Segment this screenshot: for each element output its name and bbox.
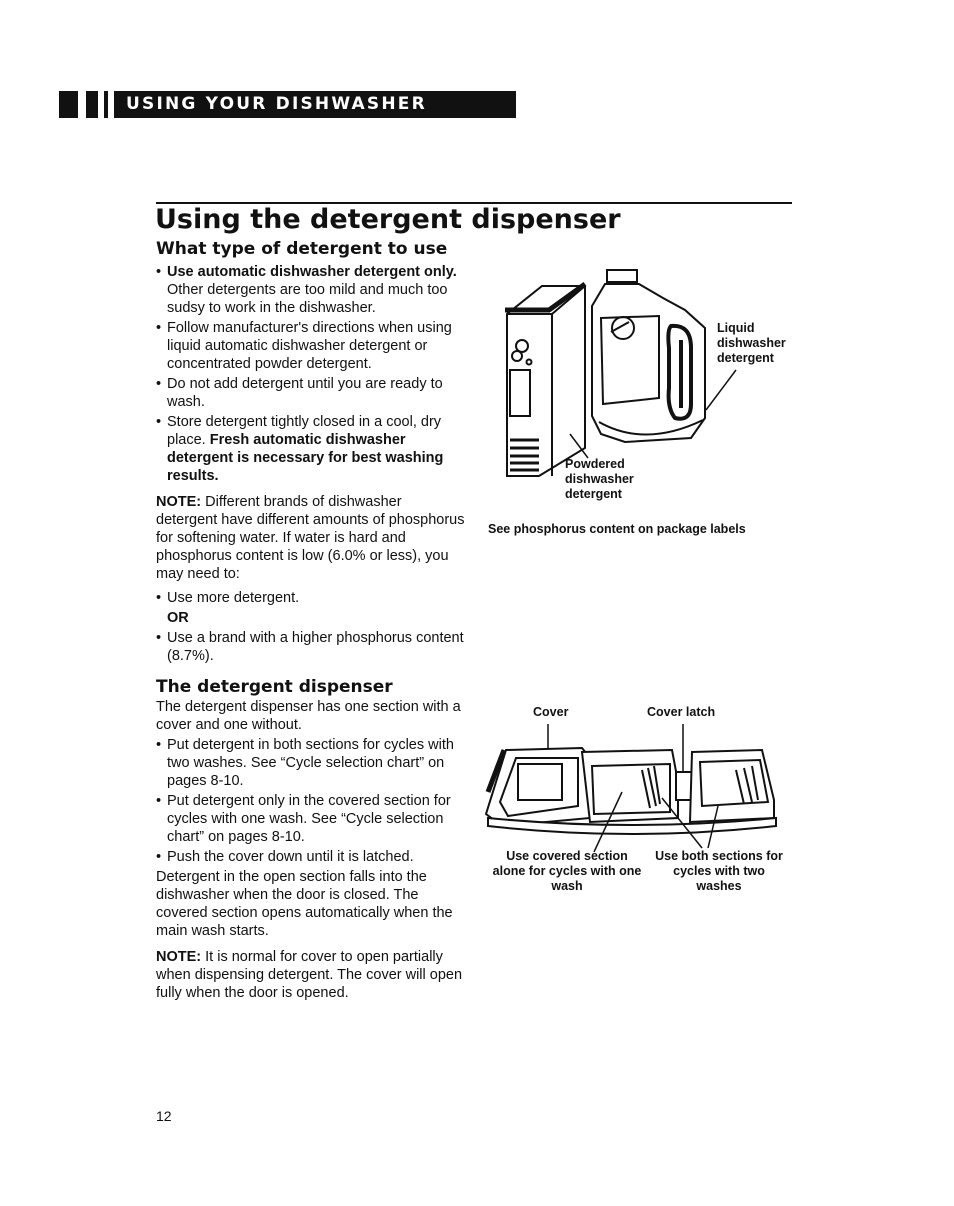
- page-number: 12: [156, 1108, 172, 1124]
- or-label: OR: [167, 610, 189, 626]
- label-both-sections: Use both sections for cycles with two wa…: [655, 849, 783, 893]
- label-powdered-detergent: Powdered dishwasher detergent: [565, 457, 634, 501]
- list-item: Use a brand with a higher phosphorus con…: [156, 629, 466, 665]
- section-heading-detergent-type: What type of detergent to use: [156, 239, 448, 259]
- list-item: Do not add detergent until you are ready…: [156, 375, 466, 411]
- label-pointer-lines: [569, 369, 737, 459]
- note-paragraph: NOTE: Different brands of dishwasher det…: [156, 493, 466, 583]
- section-title: USING YOUR DISHWASHER: [114, 91, 516, 118]
- note-paragraph: NOTE: It is normal for cover to open par…: [156, 948, 466, 1002]
- note-label: NOTE:: [156, 494, 202, 510]
- note-text: It is normal for cover to open partially…: [156, 949, 463, 1001]
- figure-caption: See phosphorus content on package labels: [488, 522, 746, 536]
- bullet-bold: Use automatic dishwasher detergent only.: [167, 264, 457, 280]
- dispenser-illustration: [484, 724, 777, 852]
- bullet-bold: Fresh automatic dishwasher detergent is …: [167, 432, 444, 484]
- label-liquid-detergent: Liquid dishwasher detergent: [717, 321, 786, 365]
- list-item: Push the cover down until it is latched.: [156, 848, 466, 866]
- page-title: Using the detergent dispenser: [155, 204, 621, 235]
- bullet-text: Other detergents are too mild and much t…: [167, 282, 448, 316]
- label-covered-section: Use covered section alone for cycles wit…: [492, 849, 642, 893]
- note-label: NOTE:: [156, 949, 202, 965]
- section-heading-dispenser: The detergent dispenser: [156, 677, 393, 697]
- intro-paragraph: The detergent dispenser has one section …: [156, 699, 461, 733]
- label-cover-latch: Cover latch: [647, 705, 716, 719]
- header-block-3: [104, 91, 108, 118]
- header-block-1: [59, 91, 78, 118]
- list-item: Use more detergent.: [156, 589, 466, 607]
- detergent-illustration: [505, 269, 706, 477]
- label-cover: Cover: [533, 705, 569, 719]
- list-item: Put detergent in both sections for cycle…: [156, 736, 466, 790]
- list-item: Store detergent tightly closed in a cool…: [156, 413, 466, 485]
- detergent-type-text: Use automatic dishwasher detergent only.…: [156, 263, 466, 667]
- list-item: Put detergent only in the covered sectio…: [156, 792, 466, 846]
- bullet-text: Store detergent tightly closed in a cool…: [167, 414, 442, 448]
- title-rule: [156, 202, 792, 204]
- body-paragraph: Detergent in the open section falls into…: [156, 869, 453, 939]
- header-block-2: [86, 91, 98, 118]
- note-text: Different brands of dishwasher detergent…: [156, 494, 465, 582]
- dispenser-text: The detergent dispenser has one section …: [156, 698, 466, 1008]
- list-item: Use automatic dishwasher detergent only.…: [156, 263, 466, 317]
- list-item: Follow manufacturer's directions when us…: [156, 319, 466, 373]
